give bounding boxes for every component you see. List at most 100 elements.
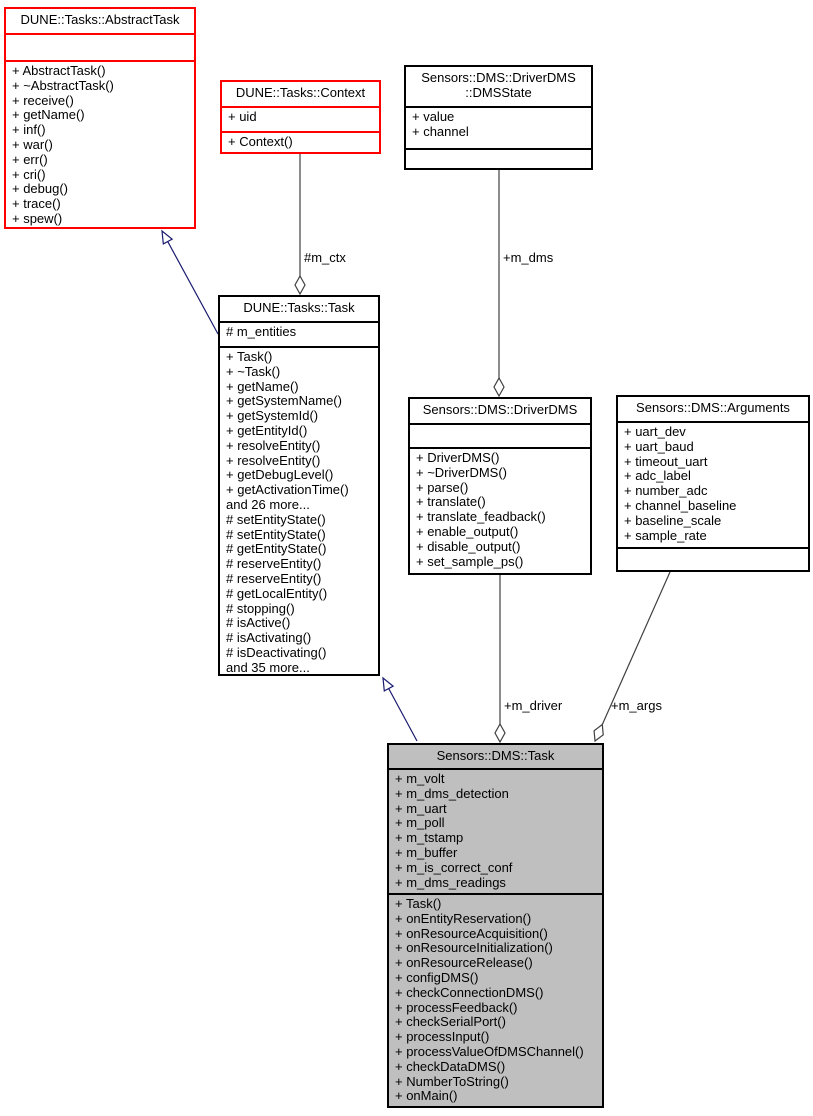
class-attributes: + m_volt+ m_dms_detection+ m_uart+ m_pol… <box>389 768 602 893</box>
member-item: + cri() <box>12 166 46 182</box>
class-attributes <box>410 423 590 447</box>
member-item: + m_is_correct_conf <box>395 859 513 875</box>
member-item: + getDebugLevel() <box>226 467 334 483</box>
member-item: + NumberToString() <box>395 1073 509 1089</box>
class-box-sensors-dms-task[interactable]: Sensors::DMS::Task + m_volt+ m_dms_detec… <box>387 743 604 1108</box>
member-item: # getLocalEntity() <box>226 585 328 601</box>
class-box-sensors-dms-driverdms[interactable]: Sensors::DMS::DriverDMS + DriverDMS()+ ~… <box>408 397 592 575</box>
member-item: + ~DriverDMS() <box>416 464 508 480</box>
member-item: + Task() <box>395 896 442 911</box>
class-box-sensors-dms-arguments[interactable]: Sensors::DMS::Arguments + uart_dev+ uart… <box>616 395 810 572</box>
class-methods: + Context() <box>222 131 379 150</box>
edge-m-args <box>593 571 671 743</box>
member-item: + AbstractTask() <box>12 63 106 78</box>
member-item: + adc_label <box>624 468 691 484</box>
member-item: + translate() <box>416 494 486 510</box>
member-item: + war() <box>12 136 53 152</box>
class-methods: + DriverDMS()+ ~DriverDMS()+ parse()+ tr… <box>410 447 590 569</box>
member-item: + DriverDMS() <box>416 450 500 465</box>
class-attributes: + uid <box>222 106 379 131</box>
class-methods: + AbstractTask()+ ~AbstractTask()+ recei… <box>6 60 194 227</box>
member-item: + value <box>412 109 455 124</box>
member-item: + err() <box>12 151 48 167</box>
member-item: + m_tstamp <box>395 830 464 846</box>
member-item: + processFeedback() <box>395 999 518 1015</box>
edge-label-m-driver: +m_driver <box>504 698 563 713</box>
member-item: + inf() <box>12 122 46 138</box>
member-item: + checkConnectionDMS() <box>395 984 544 1000</box>
member-item: + processInput() <box>395 1029 490 1045</box>
member-item: + channel_baseline <box>624 497 737 513</box>
member-item: # getEntityState() <box>226 541 327 557</box>
member-item: + m_poll <box>395 815 445 831</box>
member-item: + getEntityId() <box>226 422 308 438</box>
member-item: + channel <box>412 123 469 139</box>
member-item: + processValueOfDMSChannel() <box>395 1043 584 1059</box>
member-item: + debug() <box>12 181 69 197</box>
member-item: + set_sample_ps() <box>416 553 524 569</box>
member-item: + ~Task() <box>226 363 281 379</box>
member-item: + trace() <box>12 196 61 212</box>
member-item: + ~AbstractTask() <box>12 77 114 93</box>
member-item: + sample_rate <box>624 527 707 543</box>
member-item: and 26 more... <box>226 496 310 512</box>
class-box-dune-tasks-abstracttask[interactable]: DUNE::Tasks::AbstractTask + AbstractTask… <box>4 7 196 229</box>
class-title: Sensors::DMS::DriverDMS <box>422 402 578 417</box>
class-attributes: # m_entities <box>220 321 378 346</box>
class-title: DUNE::Tasks::Context <box>235 85 366 100</box>
class-attributes <box>6 33 194 60</box>
member-item: + checkSerialPort() <box>395 1014 506 1030</box>
edge-label-m-ctx: #m_ctx <box>304 250 346 265</box>
edge-inheritance-task-abstracttask <box>161 229 219 335</box>
member-item: + m_uart <box>395 800 447 816</box>
class-methods: + Task()+ onEntityReservation()+ onResou… <box>389 893 602 1104</box>
member-item: # reserveEntity() <box>226 570 322 586</box>
class-title: DUNE::Tasks::AbstractTask <box>20 12 180 27</box>
member-item: + onEntityReservation() <box>395 910 532 926</box>
member-item: + uid <box>228 109 257 124</box>
member-item: + number_adc <box>624 483 708 499</box>
edge-inheritance-dmstask-task <box>382 676 418 742</box>
member-item: # m_entities <box>226 324 297 339</box>
member-item: # isActive() <box>226 615 291 631</box>
member-item: # stopping() <box>226 600 295 616</box>
member-item: + resolveEntity() <box>226 437 321 453</box>
class-title: Sensors::DMS::DriverDMS ::DMSState <box>421 70 576 100</box>
member-item: + onMain() <box>395 1088 458 1104</box>
class-title: DUNE::Tasks::Task <box>243 300 355 315</box>
class-box-dune-tasks-context[interactable]: DUNE::Tasks::Context + uid + Context() <box>220 80 381 154</box>
class-methods <box>618 547 808 551</box>
class-methods <box>406 148 591 152</box>
member-item: + onResourceRelease() <box>395 955 533 971</box>
member-item: + Context() <box>228 134 293 149</box>
class-box-dune-tasks-task[interactable]: DUNE::Tasks::Task # m_entities + Task()+… <box>218 295 380 676</box>
member-item: # isDeactivating() <box>226 644 327 660</box>
member-item: + parse() <box>416 479 469 495</box>
member-item: + m_dms_detection <box>395 785 509 801</box>
member-item: + getSystemName() <box>226 393 342 409</box>
member-item: # reserveEntity() <box>226 556 322 572</box>
member-item: + spew() <box>12 210 63 226</box>
member-item: + onResourceAcquisition() <box>395 925 548 941</box>
member-item: + uart_baud <box>624 438 694 454</box>
member-item: + getName() <box>226 378 299 394</box>
member-item: + Task() <box>226 349 273 364</box>
class-attributes: + uart_dev+ uart_baud+ timeout_uart+ adc… <box>618 421 808 547</box>
member-item: + translate_feadback() <box>416 509 546 525</box>
member-item: + enable_output() <box>416 523 519 539</box>
member-item: and 35 more... <box>226 659 310 675</box>
member-item: # setEntityState() <box>226 526 326 542</box>
member-item: + m_dms_readings <box>395 874 506 890</box>
edge-label-m-dms: +m_dms <box>503 250 554 265</box>
member-item: + receive() <box>12 92 74 108</box>
member-item: + baseline_scale <box>624 512 722 528</box>
class-attributes: + value+ channel <box>406 106 591 148</box>
member-item: + resolveEntity() <box>226 452 321 468</box>
member-item: + onResourceInitialization() <box>395 940 553 956</box>
member-item: # setEntityState() <box>226 511 326 527</box>
member-item: + configDMS() <box>395 969 479 985</box>
class-box-sensors-dms-driverdms-dmsstate[interactable]: Sensors::DMS::DriverDMS ::DMSState + val… <box>404 65 593 170</box>
class-title: Sensors::DMS::Arguments <box>636 400 790 415</box>
class-title: Sensors::DMS::Task <box>436 748 555 763</box>
